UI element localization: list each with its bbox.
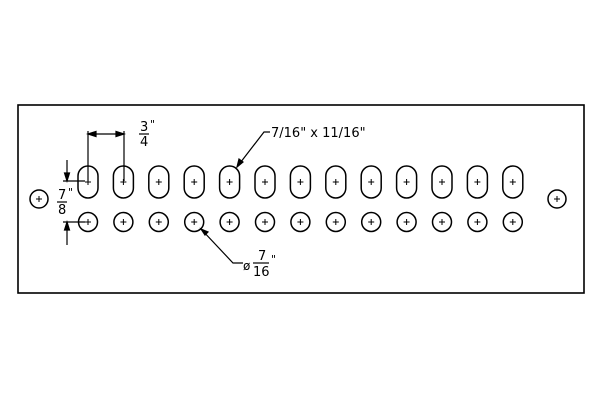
round-hole — [325, 211, 347, 233]
slot-leader — [235, 131, 270, 169]
round-hole — [502, 211, 524, 233]
round-hole — [396, 211, 417, 233]
row-spacing-dimension — [63, 160, 85, 245]
round-hole — [254, 211, 276, 233]
hole-dia-symbol: ø — [243, 259, 250, 273]
hole-dia-inch: " — [271, 253, 276, 266]
panel-outline — [17, 104, 585, 294]
hole-dia-num: 7 — [258, 249, 266, 264]
round-hole — [431, 211, 453, 233]
slot — [289, 165, 312, 199]
round-hole — [219, 211, 240, 233]
spacing-dimension — [85, 130, 127, 181]
slot — [431, 165, 453, 199]
round-hole — [113, 211, 134, 233]
spacing-inch: " — [150, 118, 155, 131]
slot — [183, 165, 205, 199]
round-hole — [467, 211, 488, 233]
row-spacing-inch: " — [68, 186, 73, 199]
row-spacing-den: 8 — [58, 203, 66, 218]
round-hole — [360, 211, 382, 233]
hole-leader — [199, 227, 243, 264]
slot-size-label: 7/16" x 11/16" — [271, 126, 366, 141]
round-hole — [183, 211, 205, 233]
slot — [148, 165, 170, 199]
slot — [254, 165, 276, 199]
slot — [395, 165, 418, 199]
slot — [218, 165, 241, 199]
slot — [112, 165, 135, 199]
spacing-den: 4 — [140, 135, 148, 150]
hole-dia-den: 16 — [253, 265, 270, 280]
spacing-num: 3 — [140, 120, 148, 135]
slot — [325, 165, 347, 199]
slot — [502, 165, 524, 199]
row-spacing-num: 7 — [58, 188, 66, 203]
round-hole — [148, 211, 170, 233]
mounting-hole-left — [29, 189, 49, 209]
mounting-hole-right — [547, 189, 567, 209]
slot — [466, 165, 489, 199]
round-hole — [290, 211, 311, 233]
hole-pattern — [77, 165, 524, 233]
slot — [360, 165, 382, 199]
